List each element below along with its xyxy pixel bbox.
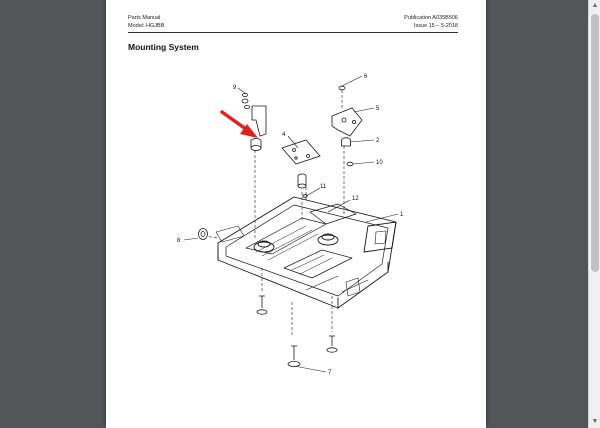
callout-5: 5 [376, 106, 380, 112]
section-title: Mounting System [128, 42, 199, 52]
header-doc-type: Parts Manual [128, 15, 161, 21]
bracket-part [251, 105, 267, 137]
chevron-down-icon[interactable]: ▼ [591, 418, 599, 425]
callout-1: 1 [400, 212, 404, 218]
scroll-thumb[interactable] [591, 14, 599, 272]
callout-12: 12 [352, 196, 359, 202]
right-bracket-part [331, 107, 363, 137]
callout-11: 11 [320, 184, 327, 190]
header-issue: Issue 15 – 5-2018 [413, 22, 458, 29]
header-right: Publication A035B506 Issue 15 – 5-2018 [404, 15, 458, 30]
callout-7: 7 [328, 370, 332, 376]
chevron-up-icon[interactable]: ▲ [591, 2, 599, 9]
vertical-scrollbar[interactable]: ▲ ▼ [588, 0, 600, 428]
document-page: Parts Manual Model: HGJBB Publication A0… [106, 0, 486, 428]
header-rule [128, 32, 458, 33]
tray-outline [217, 196, 397, 309]
callout-10: 10 [376, 160, 383, 166]
callout-8: 8 [177, 238, 181, 244]
callout-9: 9 [233, 85, 237, 91]
callout-6: 6 [364, 74, 368, 80]
header-left: Parts Manual Model: HGJBB [128, 15, 164, 30]
mount-plate-part [281, 139, 321, 165]
callout-2: 2 [376, 138, 380, 144]
callout-4: 4 [282, 132, 286, 138]
header-publication: Publication A035B506 [404, 15, 458, 21]
mounting-system-diagram: 1 2 4 5 6 7 8 9 10 11 12 [177, 74, 404, 376]
red-pointer-arrow-icon [220, 110, 258, 138]
header-model: Model: HGJBB [128, 22, 165, 29]
